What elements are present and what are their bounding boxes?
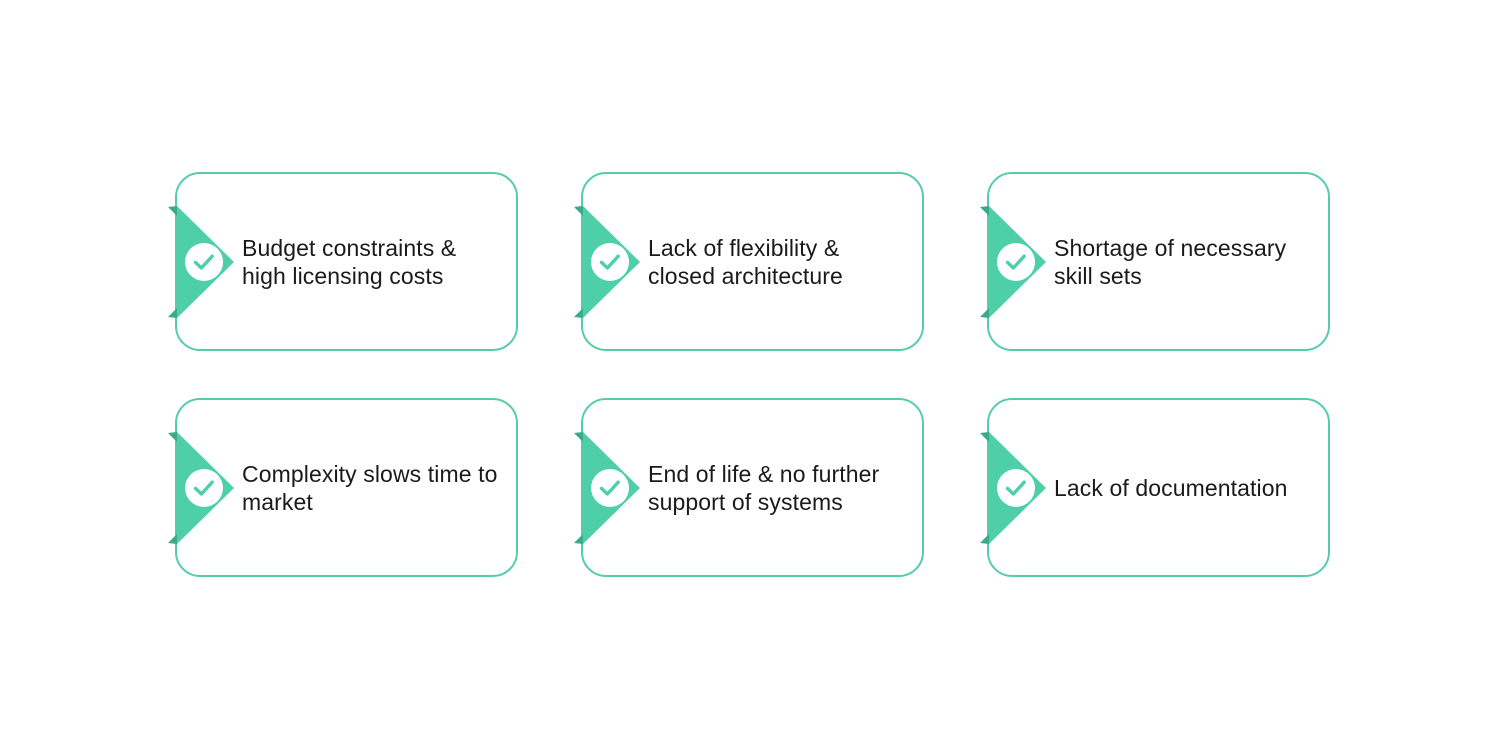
challenge-card[interactable]: End of life & no further support of syst… xyxy=(574,398,924,577)
check-circle-icon xyxy=(591,242,629,281)
challenge-card[interactable]: Lack of flexibility & closed architectur… xyxy=(574,172,924,351)
challenge-card-grid: Budget constraints & high licensing cost… xyxy=(168,172,1336,577)
challenge-card[interactable]: Shortage of necessary skill sets xyxy=(980,172,1330,351)
challenge-card-label: Complexity slows time to market xyxy=(242,460,498,515)
challenge-card-label: Lack of documentation xyxy=(1054,474,1288,501)
check-circle-icon xyxy=(997,468,1035,507)
check-circle-icon xyxy=(185,242,223,281)
challenge-card-label: Budget constraints & high licensing cost… xyxy=(242,234,457,289)
challenge-card-label: End of life & no further support of syst… xyxy=(648,460,880,515)
challenge-card[interactable]: Budget constraints & high licensing cost… xyxy=(168,172,518,351)
check-circle-icon xyxy=(997,242,1035,281)
challenge-card[interactable]: Lack of documentation xyxy=(980,398,1330,577)
check-circle-icon xyxy=(185,468,223,507)
challenge-card-label: Lack of flexibility & closed architectur… xyxy=(648,234,843,289)
check-circle-icon xyxy=(591,468,629,507)
challenge-card-label: Shortage of necessary skill sets xyxy=(1054,234,1287,289)
challenge-card[interactable]: Complexity slows time to market xyxy=(168,398,518,577)
